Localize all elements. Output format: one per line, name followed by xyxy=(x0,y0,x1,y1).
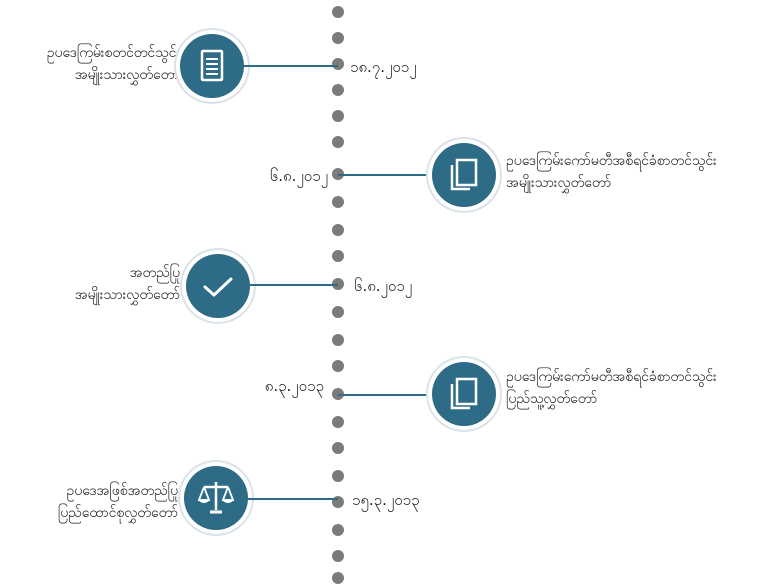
event-title: ဥပဒေကြမ်းကော်မတီအစီရင်ခံစာတင်သွင်း xyxy=(506,369,717,385)
axis-dot xyxy=(332,224,344,236)
event-connector xyxy=(250,284,338,286)
axis-dot xyxy=(332,84,344,96)
axis-dot xyxy=(332,572,344,584)
axis-dot xyxy=(332,136,344,148)
event-chamber: ပြည်သူ့လွှတ်တော် xyxy=(506,391,598,407)
axis-dot xyxy=(332,6,344,18)
axis-dot xyxy=(332,196,344,208)
axis-dot xyxy=(332,110,344,122)
event-connector xyxy=(248,498,338,500)
event-date: ၆.၈.၂၀၁၂ xyxy=(354,277,413,295)
event-chamber: အမျိုးသားလွှတ်တော် xyxy=(506,175,612,191)
event-date: ၁၈.၇.၂၀၁၂ xyxy=(350,58,417,76)
axis-dot xyxy=(332,524,344,536)
event-title: ဥပဒေကြမ်းစတင်တင်သွင်း xyxy=(46,45,180,61)
axis-dot xyxy=(332,306,344,318)
event-connector xyxy=(338,174,432,176)
axis-dot xyxy=(332,58,344,70)
document-icon xyxy=(200,49,224,82)
checkmark-icon xyxy=(203,277,233,297)
event-label: ဥပဒေအဖြစ်အတည်ပြု ပြည်ထောင်စုလွှတ်တော် xyxy=(0,480,178,524)
event-date: ၁၅.၃.၂၀၁၃ xyxy=(352,491,420,509)
event-date: ၈.၃.၂၀၁၃ xyxy=(264,377,324,395)
axis-dot xyxy=(332,470,344,482)
scales-icon xyxy=(197,482,235,514)
event-label: ဥပဒေကြမ်းကော်မတီအစီရင်ခံစာတင်သွင်း အမျို… xyxy=(506,150,760,194)
axis-dot xyxy=(332,442,344,454)
event-title: ဥပဒေအဖြစ်အတည်ပြု xyxy=(66,483,178,499)
event-chamber: အမျိုးသားလွှတ်တော် xyxy=(74,67,180,83)
event-connector xyxy=(244,65,338,67)
event-icon-circle xyxy=(184,466,248,530)
event-icon-circle xyxy=(432,143,496,207)
axis-dot xyxy=(332,278,344,290)
event-date: ၆.၈.၂၀၁၂ xyxy=(269,167,328,185)
event-title: အတည်ပြု xyxy=(129,265,180,281)
axis-dot xyxy=(332,32,344,44)
event-label: ဥပဒေကြမ်းကော်မတီအစီရင်ခံစာတင်သွင်း ပြည်သ… xyxy=(506,366,760,410)
axis-dot xyxy=(332,416,344,428)
axis-dot xyxy=(332,250,344,262)
event-icon-circle xyxy=(180,34,244,98)
copy-document-icon xyxy=(450,158,478,191)
copy-document-icon xyxy=(450,377,478,410)
event-label: ဥပဒေကြမ်းစတင်တင်သွင်း အမျိုးသားလွှတ်တော် xyxy=(0,42,180,86)
axis-dot xyxy=(332,550,344,562)
event-title: ဥပဒေကြမ်းကော်မတီအစီရင်ခံစာတင်သွင်း xyxy=(506,153,717,169)
axis-dot xyxy=(332,334,344,346)
event-chamber: ပြည်ထောင်စုလွှတ်တော် xyxy=(57,505,178,521)
event-icon-circle xyxy=(432,362,496,426)
event-icon-circle xyxy=(186,254,250,318)
event-label: အတည်ပြု အမျိုးသားလွှတ်တော် xyxy=(0,262,180,306)
axis-dot xyxy=(332,360,344,372)
event-connector xyxy=(338,394,432,396)
event-chamber: အမျိုးသားလွှတ်တော် xyxy=(74,287,180,303)
